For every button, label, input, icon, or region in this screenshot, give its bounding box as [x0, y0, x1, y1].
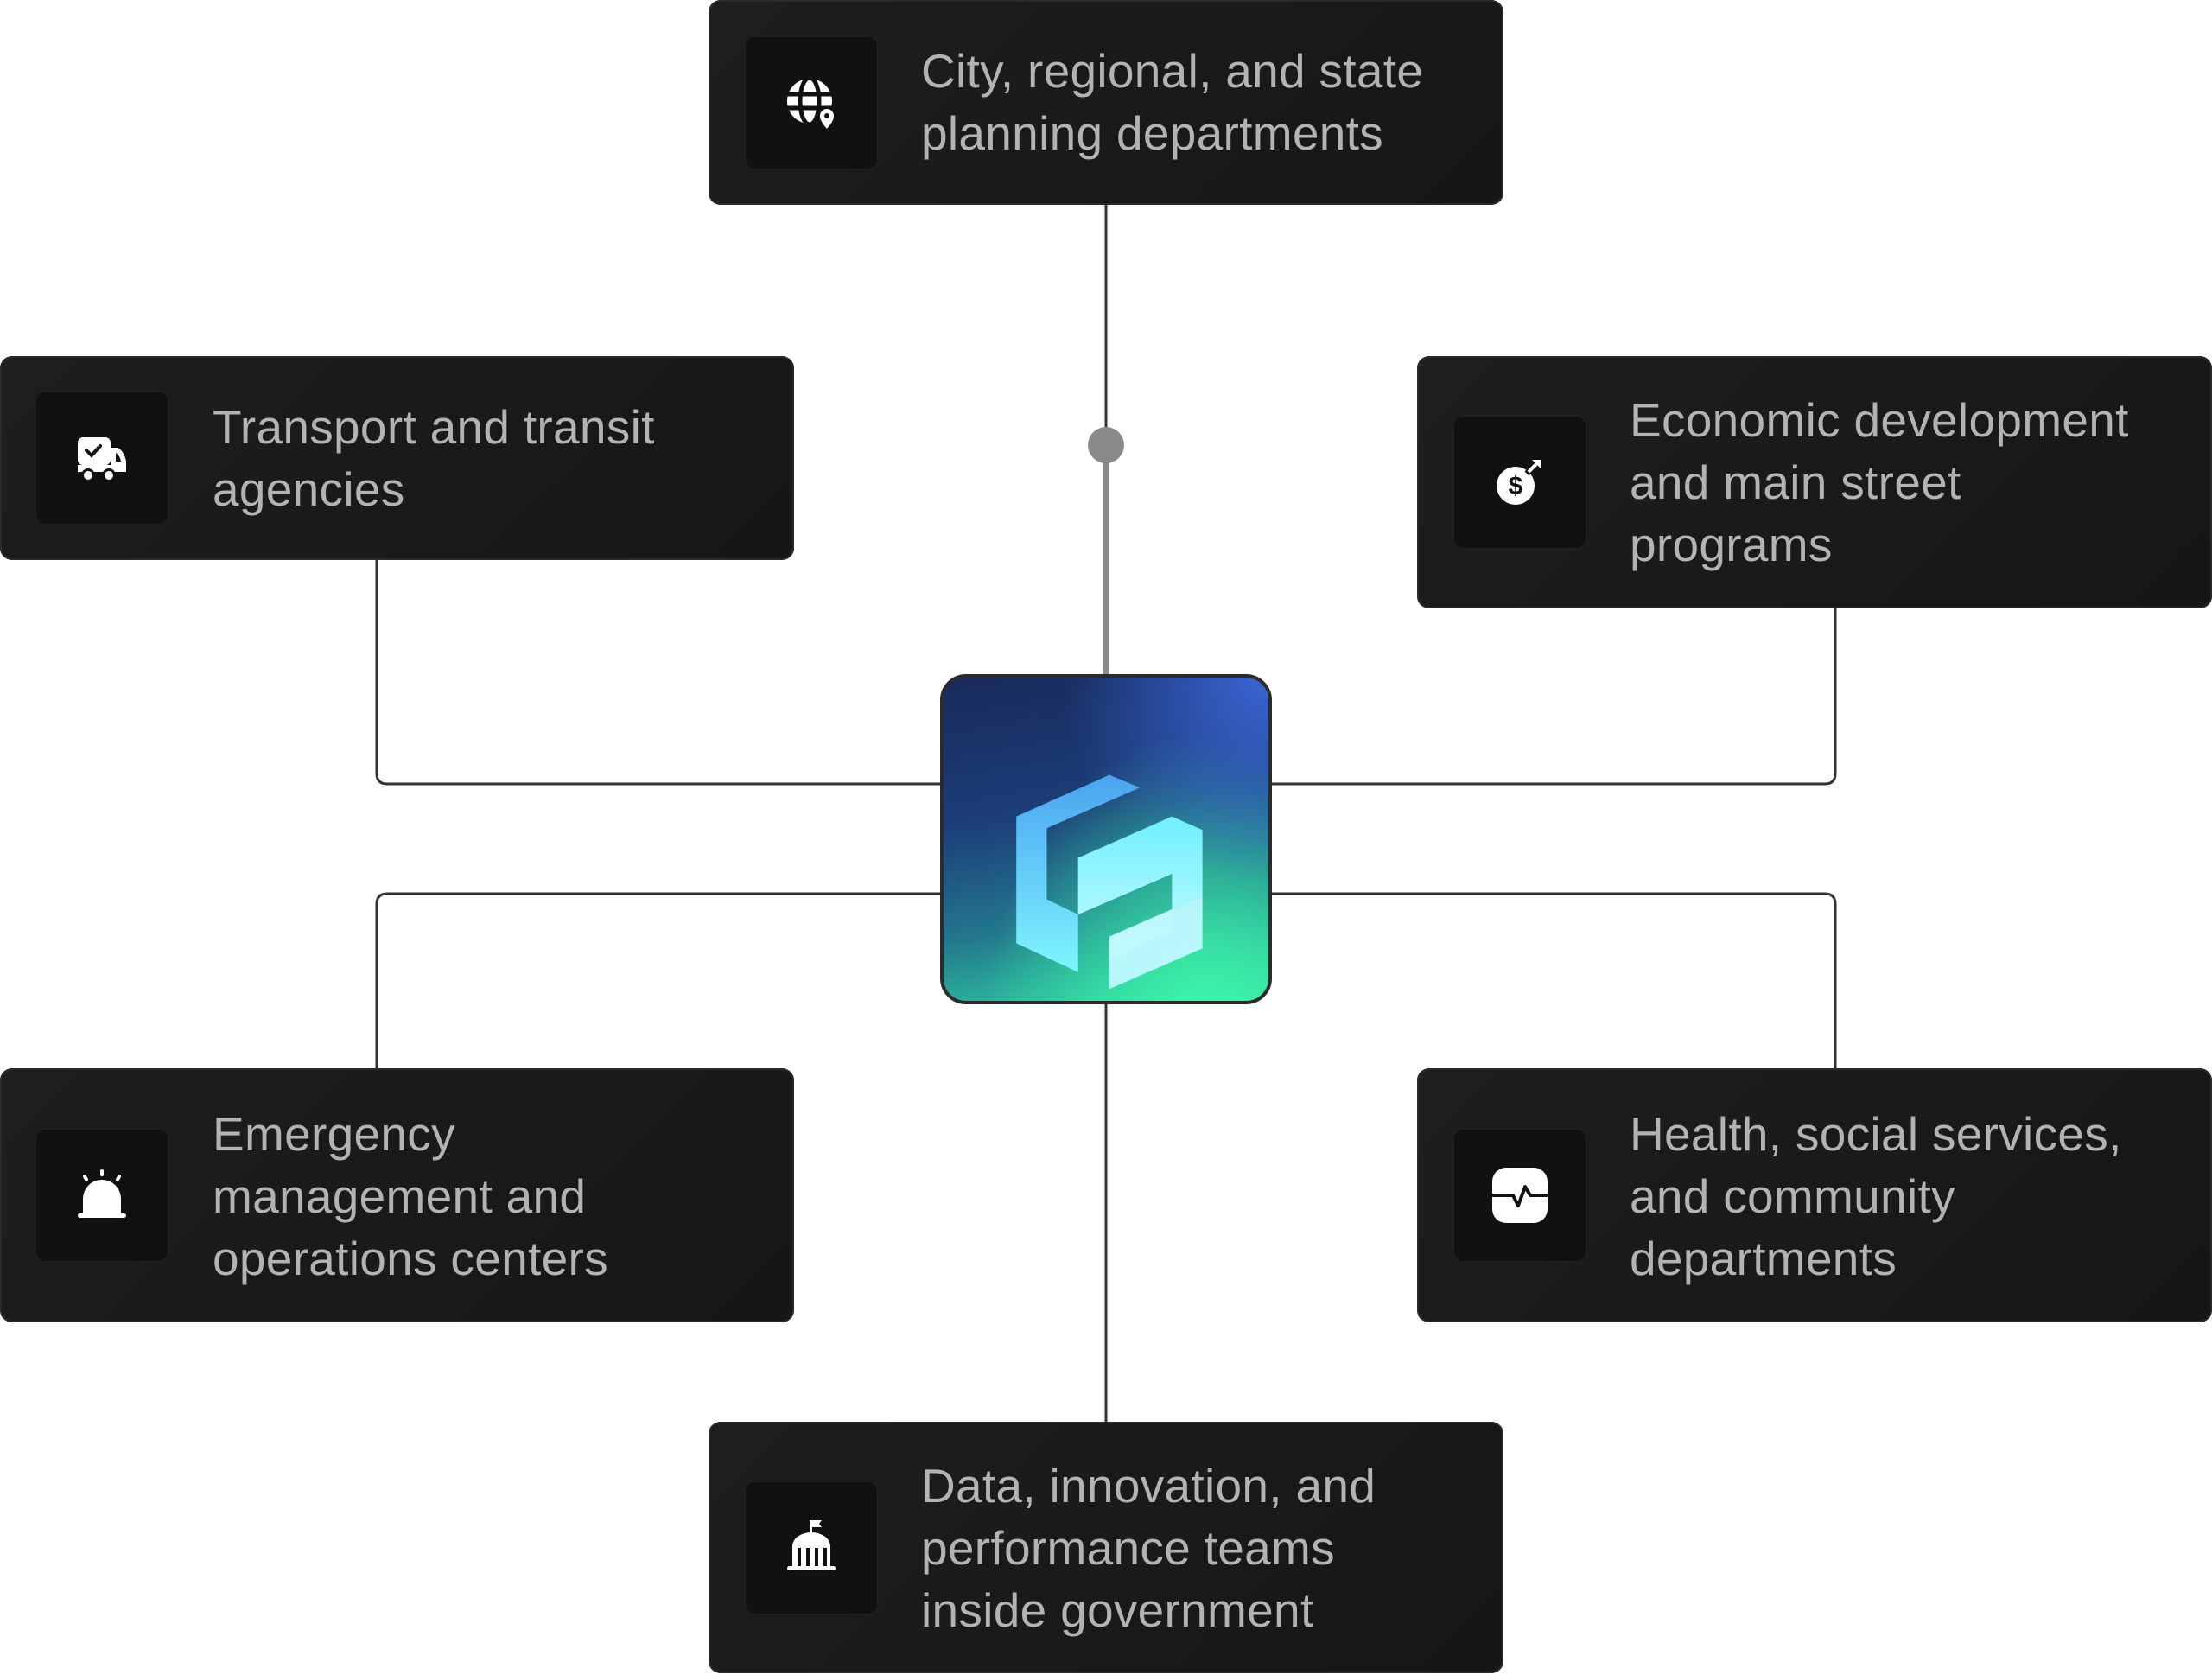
connector-dot	[1088, 427, 1124, 463]
node-card-emergency: Emergency management and operations cent…	[0, 1068, 794, 1322]
label-line: Health, social services,	[1630, 1107, 2122, 1161]
government-building-icon	[787, 1520, 836, 1570]
icon-box	[1452, 1128, 1587, 1263]
connector-health	[1272, 892, 1837, 1068]
label-line: Emergency	[213, 1107, 455, 1161]
icon-box	[35, 1128, 169, 1263]
icon-box	[35, 391, 169, 525]
label-line: management and	[213, 1169, 587, 1223]
label-line: and main street	[1630, 455, 1961, 509]
label-line: Economic development	[1630, 393, 2129, 447]
siren-icon	[78, 1169, 126, 1218]
node-card-planning: City, regional, and state planning depar…	[709, 0, 1503, 205]
node-card-transport: Transport and transit agencies	[0, 356, 794, 560]
icon-box	[744, 35, 879, 170]
label-line: inside government	[921, 1583, 1314, 1637]
connector-economic	[1272, 608, 1837, 786]
hub-logo	[940, 674, 1272, 1004]
node-label: Emergency management and operations cent…	[213, 1103, 608, 1290]
label-line: performance teams	[921, 1521, 1335, 1575]
node-label: Data, innovation, and performance teams …	[921, 1455, 1376, 1641]
isometric-cube-logo-icon	[1016, 774, 1203, 990]
heartbeat-icon	[1492, 1168, 1548, 1223]
label-line: Data, innovation, and	[921, 1459, 1376, 1513]
node-card-health: Health, social services, and community d…	[1417, 1068, 2212, 1322]
label-line: Transport and transit	[213, 400, 655, 454]
dollar-growth-icon: $	[1497, 459, 1541, 505]
node-card-economic: $ Economic development and main street p…	[1417, 356, 2212, 608]
label-line: City, regional, and state	[921, 44, 1424, 98]
label-line: operations centers	[213, 1232, 608, 1285]
connector-transport	[375, 560, 940, 786]
label-line: agencies	[213, 462, 405, 516]
icon-box: $	[1452, 415, 1587, 550]
label-line: departments	[1630, 1232, 1897, 1285]
node-label: Economic development and main street pro…	[1630, 389, 2129, 576]
connector-emergency	[375, 892, 940, 1068]
label-line: and community	[1630, 1169, 1955, 1223]
svg-text:$: $	[1509, 472, 1523, 500]
truck-check-icon	[78, 437, 126, 482]
node-label: City, regional, and state planning depar…	[921, 40, 1423, 164]
label-line: planning departments	[921, 106, 1383, 160]
node-label: Transport and transit agencies	[213, 396, 655, 520]
label-line: programs	[1630, 518, 1833, 571]
node-label: Health, social services, and community d…	[1630, 1103, 2122, 1290]
node-card-data: Data, innovation, and performance teams …	[709, 1422, 1503, 1673]
globe-location-icon	[787, 75, 838, 130]
icon-box	[744, 1481, 879, 1615]
